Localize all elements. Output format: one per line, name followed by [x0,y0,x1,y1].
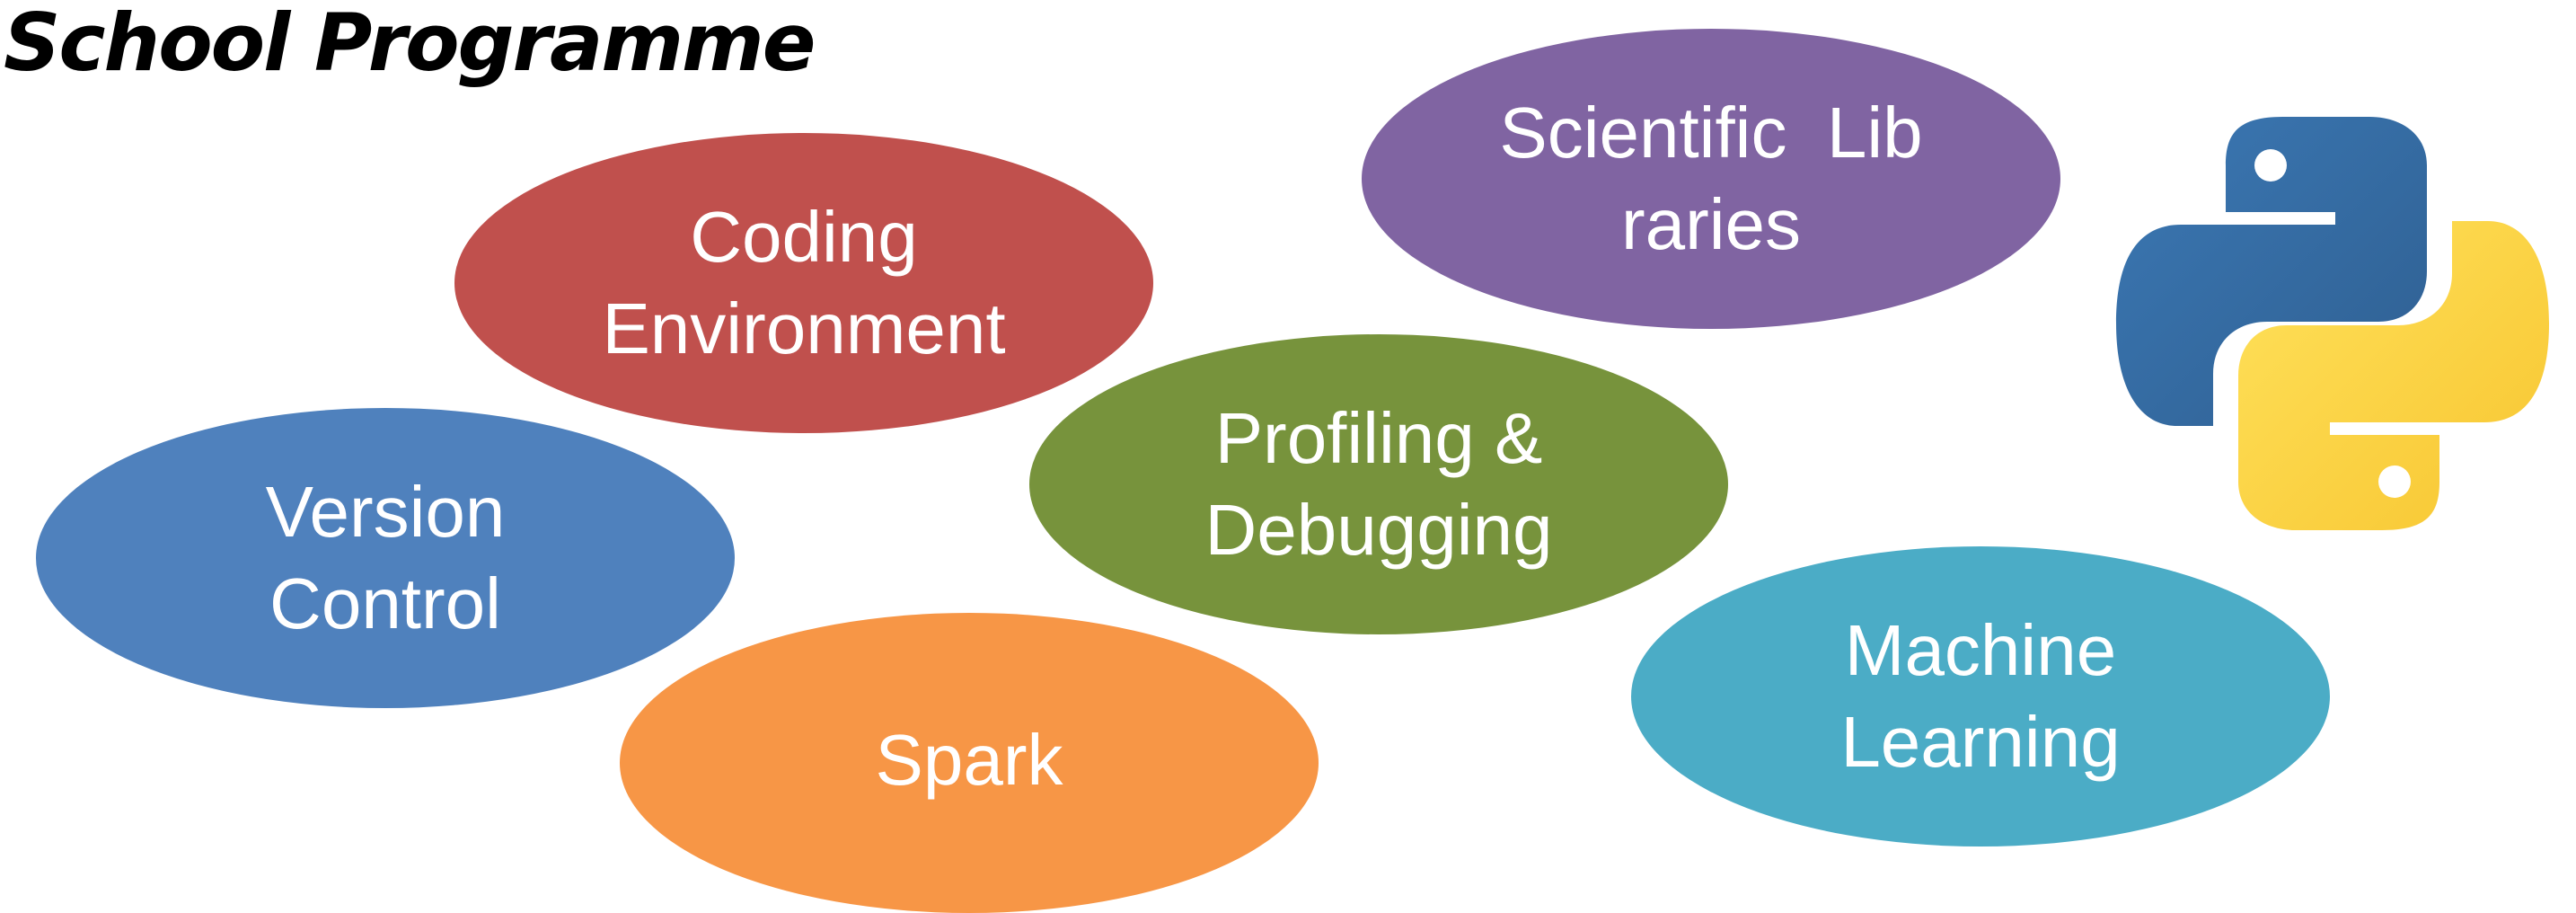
topic-profiling-debugging: Profiling & Debugging [1029,334,1728,634]
python-yellow-half [2238,221,2549,530]
page-title: School Programme [4,0,816,89]
topic-machine-learning: Machine Learning [1631,546,2330,847]
topic-label-line: Control [269,563,501,643]
python-logo-icon [2116,117,2549,530]
topic-scientific-libraries: Scientific Lib raries [1362,29,2060,329]
python-eye-top [2254,149,2287,182]
topic-label-line: Spark [875,720,1063,800]
topic-label-line: Version [265,472,506,552]
topic-label-line: Learning [1840,702,2121,782]
topic-label-line: raries [1620,184,1802,264]
topic-label-line: Debugging [1204,490,1553,570]
topic-spark: Spark [620,613,1319,913]
topic-label-line: Profiling & [1214,398,1543,478]
topic-coding-environment: Coding Environment [454,133,1153,433]
topic-version-control: Version Control [36,408,735,708]
topic-label-line: Machine [1844,610,2117,690]
topic-label-line: Scientific Lib [1499,93,1923,173]
python-eye-bottom [2378,465,2411,498]
python-blue-half [2116,117,2427,426]
topic-label-line: Coding [690,197,918,277]
topic-label-line: Environment [602,288,1006,368]
